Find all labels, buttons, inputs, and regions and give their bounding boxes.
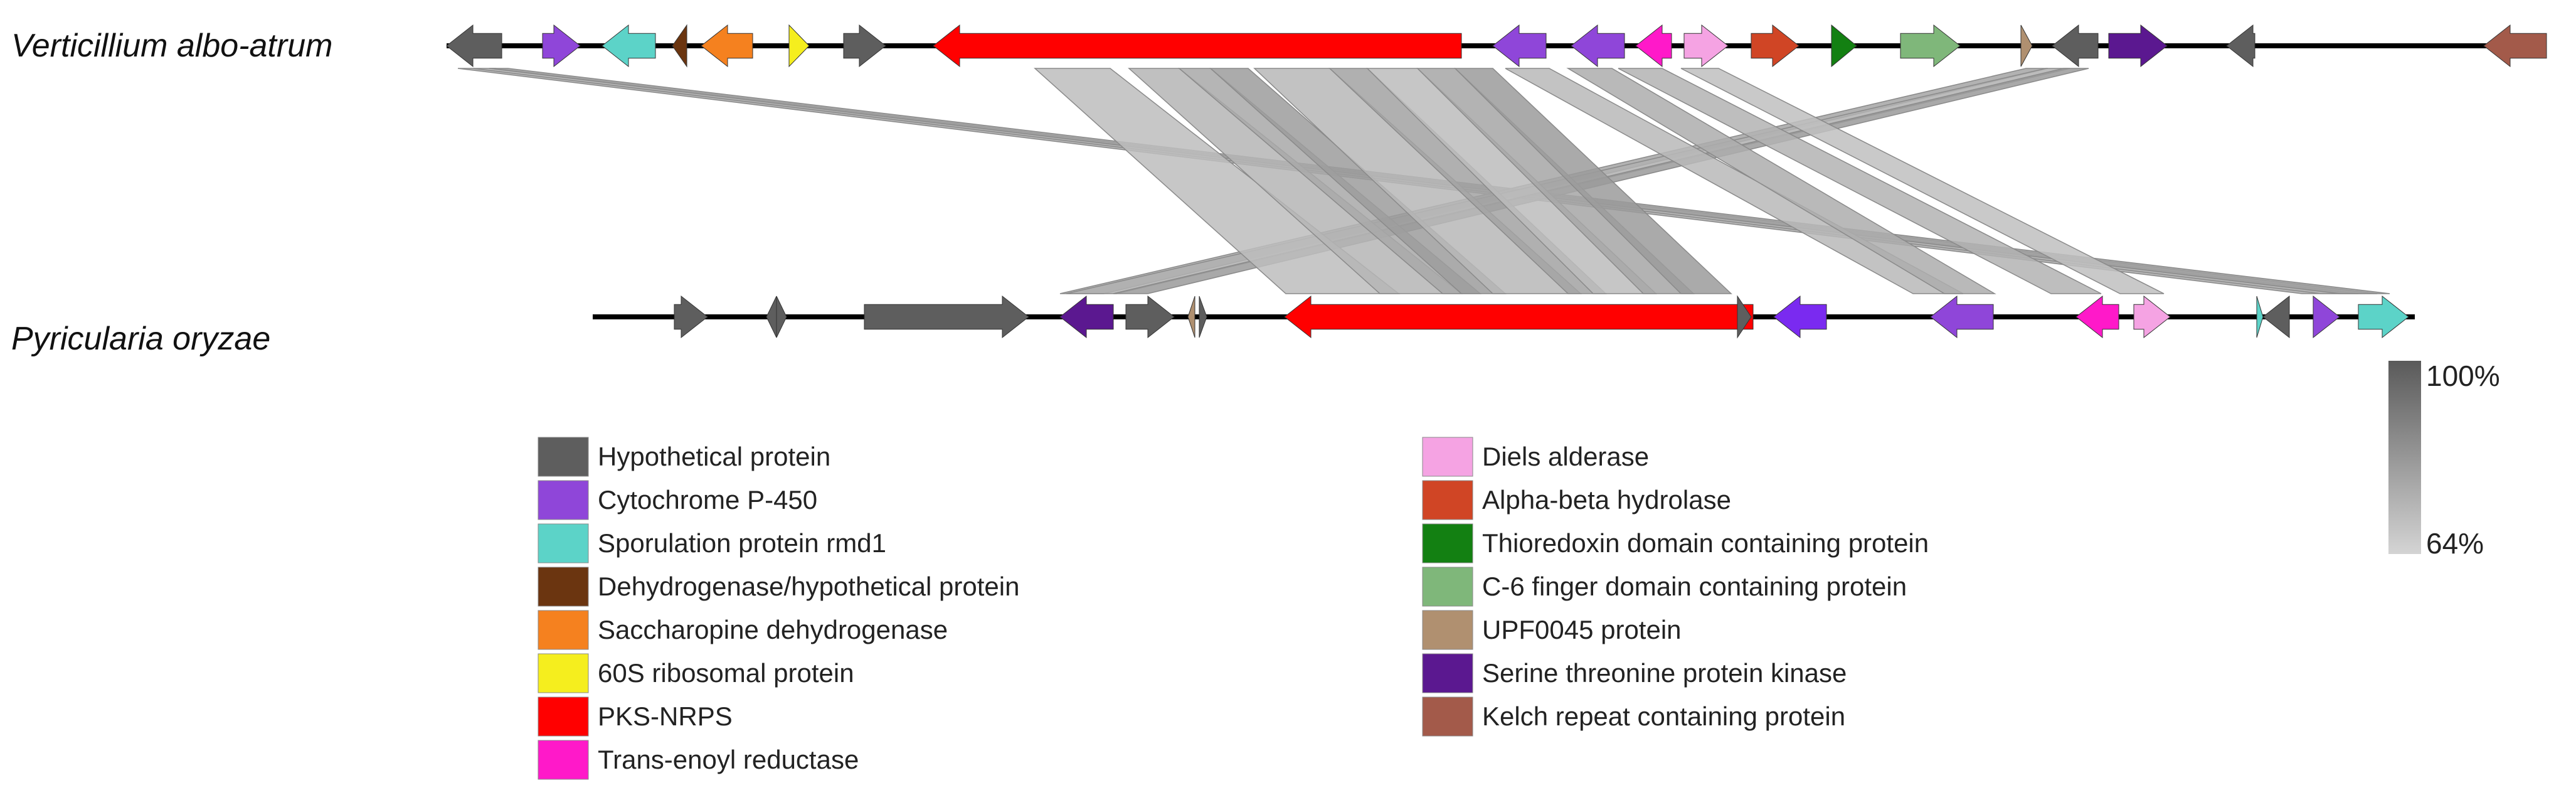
top-gene-alpha-beta-13 bbox=[1751, 24, 1799, 68]
similarity-ribbon-17 bbox=[1566, 68, 1996, 294]
right-legend-label-3: Thioredoxin domain containing protein bbox=[1482, 528, 1929, 558]
bottom-gene-pks-nrps-9 bbox=[1284, 295, 1754, 339]
left-legend-swatch-1 bbox=[538, 437, 589, 477]
left-legend-swatch-5 bbox=[538, 610, 589, 650]
bottom-gene-hypothetical-6 bbox=[1125, 295, 1175, 339]
right-legend-label-6: Serine threonine protein kinase bbox=[1482, 658, 1847, 688]
bottom-gene-upf0045-7 bbox=[1187, 296, 1195, 338]
similarity-ribbon-19 bbox=[1680, 68, 2165, 294]
bottom-gene-hypothetical-8 bbox=[1199, 296, 1207, 338]
bottom-gene-serine-kinase-5 bbox=[1059, 295, 1114, 339]
bottom-gene-extra-violet-11 bbox=[1773, 295, 1827, 339]
identity-scale-bar bbox=[2388, 361, 2421, 554]
bottom-gene-hypothetical-10 bbox=[1737, 295, 1752, 339]
top-gene-trans-enoyl-11 bbox=[1635, 24, 1672, 68]
bottom-gene-hypothetical-2 bbox=[766, 296, 777, 338]
left-legend-swatch-2 bbox=[538, 480, 589, 520]
left-legend-label-8: Trans-enoyl reductase bbox=[598, 745, 859, 774]
left-legend-label-3: Sporulation protein rmd1 bbox=[598, 528, 886, 558]
left-legend-label-2: Cytochrome P-450 bbox=[598, 485, 817, 515]
left-legend-label-1: Hypothetical protein bbox=[598, 442, 830, 471]
bottom-gene-trans-enoyl-13 bbox=[2075, 295, 2119, 339]
similarity-ribbons bbox=[457, 68, 2390, 294]
left-legend-swatch-3 bbox=[538, 523, 589, 563]
scale-min-label: 64% bbox=[2426, 527, 2484, 560]
top-gene-cytochrome-9 bbox=[1492, 24, 1547, 68]
top-gene-cytochrome-10 bbox=[1571, 24, 1625, 68]
right-legend-swatch-4 bbox=[1422, 567, 1473, 607]
bottom-gene-hypothetical-1 bbox=[674, 295, 708, 339]
top-gene-cytochrome-2 bbox=[542, 24, 581, 68]
right-legend-swatch-7 bbox=[1422, 696, 1473, 737]
bottom-gene-sporulation-15 bbox=[2256, 296, 2264, 338]
right-legend-swatch-5 bbox=[1422, 610, 1473, 650]
bottom-gene-cluster bbox=[674, 295, 2409, 339]
right-legend-label-7: Kelch repeat containing protein bbox=[1482, 701, 1845, 731]
left-legend-swatch-4 bbox=[538, 567, 589, 607]
left-legend-label-4: Dehydrogenase/hypothetical protein bbox=[598, 572, 1019, 601]
left-legend-swatch-6 bbox=[538, 653, 589, 693]
bottom-gene-hypothetical-3 bbox=[776, 296, 787, 338]
right-legend-label-1: Diels alderase bbox=[1482, 442, 1649, 471]
left-legend-swatch-8 bbox=[538, 740, 589, 780]
top-gene-saccharopine-5 bbox=[701, 24, 753, 68]
scale-max-label: 100% bbox=[2426, 360, 2500, 392]
left-legend-label-5: Saccharopine dehydrogenase bbox=[598, 615, 948, 644]
top-gene-hypothetical-19 bbox=[2226, 24, 2255, 68]
top-gene-diels-12 bbox=[1683, 24, 1729, 68]
top-gene-upf0045-16 bbox=[2020, 24, 2033, 67]
top-gene-sporulation-3 bbox=[602, 24, 656, 68]
bottom-gene-hypothetical-16 bbox=[2262, 295, 2290, 339]
right-legend-swatch-2 bbox=[1422, 480, 1473, 520]
right-legend-swatch-1 bbox=[1422, 437, 1473, 477]
top-gene-ribosomal-6 bbox=[788, 24, 810, 68]
bottom-gene-cytochrome-17 bbox=[2313, 295, 2340, 339]
top-gene-hypothetical-1 bbox=[446, 24, 502, 68]
right-legend-swatch-6 bbox=[1422, 653, 1473, 693]
species-label-bottom: Pyricularia oryzae bbox=[11, 321, 270, 357]
top-gene-c6-finger-15 bbox=[1900, 24, 1961, 68]
similarity-ribbon-18 bbox=[1618, 68, 2102, 294]
left-legend-label-6: 60S ribosomal protein bbox=[598, 658, 854, 688]
top-gene-hypothetical-17 bbox=[2052, 24, 2099, 68]
left-legend-swatch-7 bbox=[538, 696, 589, 737]
identity-scale: 100% 64% bbox=[2388, 360, 2500, 560]
bottom-gene-cytochrome-12 bbox=[1930, 295, 1994, 339]
bottom-gene-sporulation-18 bbox=[2358, 295, 2409, 339]
right-legend-label-5: UPF0045 protein bbox=[1482, 615, 1682, 644]
top-gene-kelch-20 bbox=[2483, 24, 2547, 68]
top-gene-thioredoxin-14 bbox=[1831, 24, 1857, 68]
right-legend-label-4: C-6 finger domain containing protein bbox=[1482, 572, 1907, 601]
top-gene-hypothetical-7 bbox=[843, 24, 886, 68]
species-label-top: Verticillium albo-atrum bbox=[11, 28, 332, 64]
bottom-gene-hypothetical-4 bbox=[864, 295, 1029, 339]
bottom-gene-diels-14 bbox=[2133, 295, 2171, 339]
top-gene-dehydrogenase-hyp-4 bbox=[672, 24, 687, 68]
top-gene-serine-kinase-18 bbox=[2108, 24, 2168, 68]
similarity-ribbon-15 bbox=[1454, 68, 1732, 294]
right-legend-label-2: Alpha-beta hydrolase bbox=[1482, 485, 1731, 515]
top-gene-cluster bbox=[446, 24, 2547, 68]
left-legend-label-7: PKS-NRPS bbox=[598, 701, 733, 731]
right-legend-swatch-3 bbox=[1422, 523, 1473, 563]
top-gene-pks-nrps-8 bbox=[933, 24, 1462, 68]
